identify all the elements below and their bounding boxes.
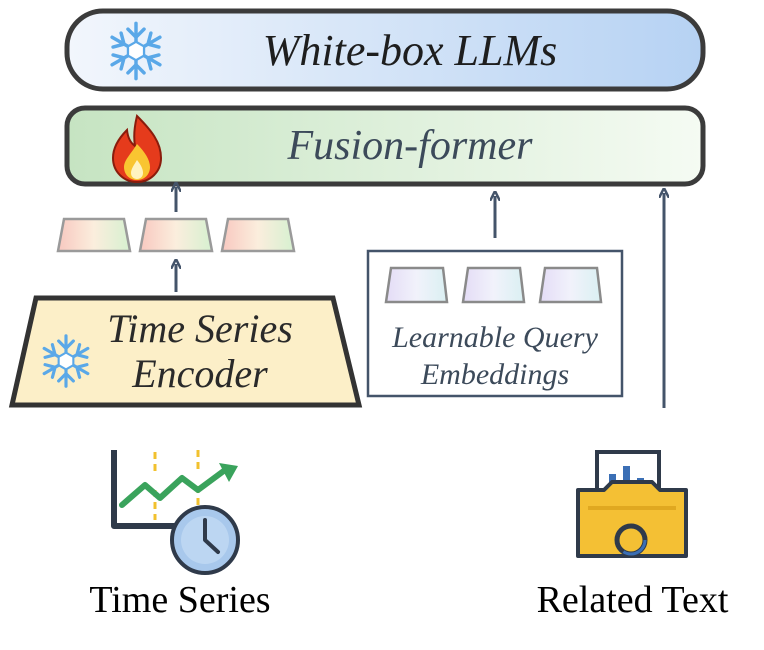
query-label-line2: Embeddings	[420, 358, 570, 391]
folder-document-icon	[576, 450, 688, 558]
fusion-former-title: Fusion-former	[287, 123, 533, 169]
encoder-label-line1: Time Series	[107, 306, 293, 351]
token	[138, 217, 214, 253]
fire-icon	[111, 114, 163, 184]
time-series-encoder	[8, 295, 363, 408]
fusion-box	[64, 105, 706, 187]
token	[220, 217, 296, 253]
llm-title: White-box LLMs	[262, 26, 558, 75]
time-series-label: Time Series	[89, 579, 271, 621]
query-token	[384, 266, 449, 304]
time-series-tokens	[56, 217, 296, 253]
query-token	[538, 266, 603, 304]
token	[56, 217, 132, 253]
query-token	[461, 266, 526, 304]
time-series-icon	[111, 450, 240, 575]
llm-box	[64, 8, 706, 92]
query-label-line1: Learnable Query	[392, 321, 598, 354]
encoder-label-line2: Encoder	[132, 351, 268, 396]
related-text-label: Related Text	[536, 579, 729, 621]
query-tokens	[384, 266, 603, 304]
